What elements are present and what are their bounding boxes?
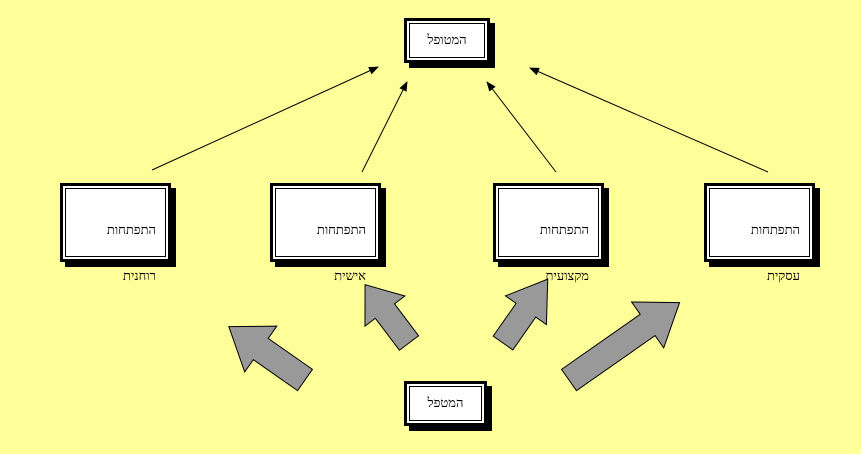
node-business-line1: התפתחות bbox=[750, 223, 800, 238]
node-personal-line2: אישית bbox=[334, 269, 366, 284]
node-spiritual: התפתחות רוחנית bbox=[60, 183, 171, 284]
bottom-node-label: המטפל bbox=[427, 396, 464, 411]
node-professional: התפתחות מקצועית bbox=[493, 183, 604, 284]
bottom-node: המטפל bbox=[404, 381, 487, 426]
node-personal: התפתחות אישית bbox=[270, 183, 381, 284]
node-professional-line1: התפתחות bbox=[539, 223, 589, 238]
top-node-label: המטופל bbox=[427, 33, 467, 48]
top-node: המטופל bbox=[404, 18, 490, 63]
node-personal-line1: התפתחות bbox=[316, 223, 366, 238]
node-business-line2: עסקית bbox=[766, 269, 800, 284]
thick-arrow-personal bbox=[364, 284, 420, 351]
node-spiritual-line2: רוחנית bbox=[123, 269, 156, 284]
thin-arrow-personal bbox=[361, 81, 408, 173]
node-professional-line2: מקצועית bbox=[545, 269, 590, 284]
thin-arrow-business bbox=[529, 67, 769, 173]
thin-arrow-professional bbox=[486, 81, 557, 173]
thick-arrow-business bbox=[560, 301, 681, 392]
node-spiritual-line1: התפתחות bbox=[106, 223, 156, 238]
node-business: התפתחות עסקית bbox=[704, 183, 815, 284]
thick-arrow-spiritual bbox=[228, 325, 314, 392]
thick-arrow-professional bbox=[492, 278, 549, 351]
thin-arrow-spiritual bbox=[151, 66, 379, 171]
